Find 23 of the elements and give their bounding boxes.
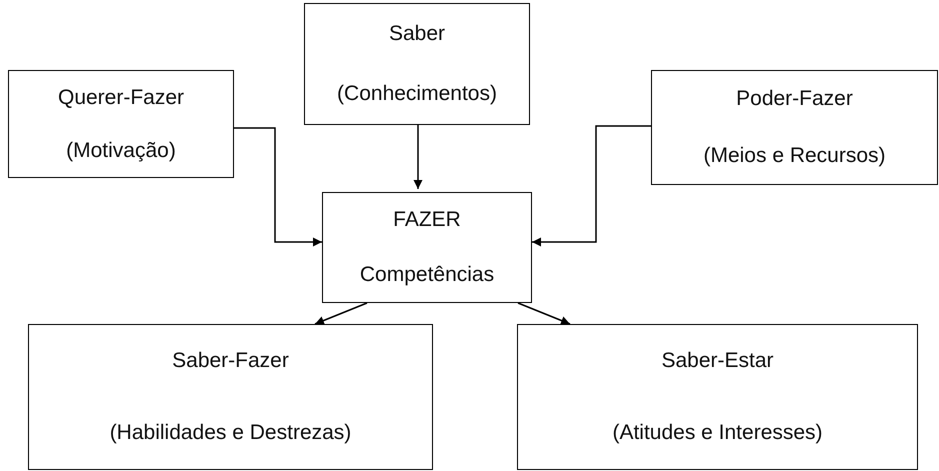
concept-box xyxy=(304,3,530,125)
box-text: (Atitudes e Interesses) xyxy=(612,421,823,445)
concept-box xyxy=(28,324,433,470)
box-text: (Conhecimentos) xyxy=(337,82,497,106)
box-text: Saber-Estar xyxy=(661,349,774,373)
box-text: Poder-Fazer xyxy=(736,87,853,112)
box-text: (Meios e Recursos) xyxy=(703,144,886,168)
box-text: Saber xyxy=(388,22,446,46)
arrow xyxy=(234,127,322,246)
box-text: Querer-Fazer xyxy=(58,86,184,110)
box-text: Competências xyxy=(360,262,494,287)
arrow xyxy=(518,302,570,325)
concept-box xyxy=(517,324,918,470)
arrow xyxy=(314,302,368,325)
arrow xyxy=(532,125,651,246)
concept-box xyxy=(651,70,938,185)
concept-box xyxy=(8,70,234,178)
arrow xyxy=(414,125,422,189)
box-text: FAZER xyxy=(393,208,461,232)
box-text: (Motivação) xyxy=(66,138,176,162)
box-text: Saber-Fazer xyxy=(172,349,289,373)
box-text: (Habilidades e Destrezas) xyxy=(110,421,352,445)
concept-box xyxy=(322,192,532,303)
